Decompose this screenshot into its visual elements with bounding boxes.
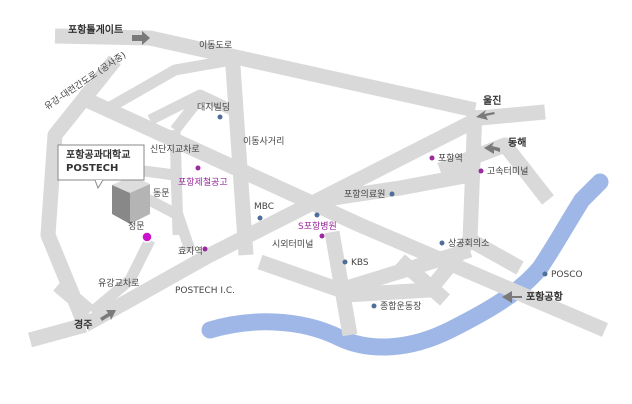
label-gyeongju: 경주 [74,318,92,331]
callout-name-ko: 포항공과대학교 [66,148,130,161]
arrow-donghae-icon [484,142,500,154]
s-hospital-dot [314,212,320,218]
building-right [130,184,150,224]
road-yugang-west [53,279,95,318]
label-hyoja-station: 효자역 [178,246,203,257]
sports-complex-dot [371,303,377,309]
pohang-medical-dot [389,191,395,197]
road-gyeongju-south [28,317,87,348]
daeji-building-dot [217,114,223,120]
postech-callout: 포항공과대학교 POSTECH [57,144,145,190]
label-east-gate: 동문 [153,188,170,199]
callout-pointer [94,179,104,190]
label-postech-ic: POSTECH I.C. [175,286,235,296]
building-left [112,185,130,224]
label-city-terminal: 시외터미널 [272,238,313,250]
callout-box [57,144,145,181]
road-sindanji [170,94,205,134]
label-idongdoro: 이동도로 [199,40,232,51]
arrow-gyeongju-icon [100,310,116,321]
label-s-hospital: S포항병원 [298,221,337,232]
label-pohang-station: 포항역 [438,153,463,164]
road-airport [466,233,524,275]
kbs-dot [342,259,348,265]
label-kbs: KBS [351,258,369,268]
arrow-pohang-toll-icon [132,31,150,45]
road-network [28,28,608,348]
road-donghae [437,137,554,205]
road-medical [318,167,472,208]
road-ulljin-south [462,109,483,241]
arrows [100,31,522,321]
road-main-diagonal [81,104,546,332]
hyoja-station-dot [202,246,208,252]
main-gate-marker-icon[interactable] [141,231,153,243]
pohang-steel-high-dot [195,165,201,171]
postech-building [112,176,150,224]
road-campus-a [169,129,184,236]
label-sports-complex: 종합운동장 [380,301,421,312]
arrow-airport-icon [502,291,522,303]
road-kbs-south [324,230,358,337]
label-posco: POSCO [551,270,583,280]
pohang-station-dot [429,155,435,161]
road-vertical-mid [224,51,254,256]
label-pohang-steel-high: 포항제철공고 [178,177,228,188]
mbc-dot [257,215,263,221]
label-pohang-medical: 포항의료원 [344,189,385,200]
label-yugang-ic: 유강교차로 [98,277,139,289]
label-donghae: 동해 [508,136,526,149]
label-daeji-building: 대지빌딩 [197,102,230,113]
label-express-terminal: 고속터미널 [487,166,528,177]
express-terminal-dot [478,168,484,174]
road-daeji [147,89,235,125]
label-main-gate: 정문 [128,221,145,232]
label-sindanji: 신단지교차로 [150,143,200,155]
label-mbc: MBC [254,202,274,212]
road-sports [395,254,450,306]
label-idong-sageori: 이동사거리 [243,136,284,147]
label-pohang-toll: 포항톨게이트 [68,23,123,36]
poi-markers [141,114,548,309]
river [201,173,609,356]
posco-dot [542,271,548,277]
road-inner-loop [102,54,233,115]
chamber-dot [439,240,445,246]
arrow-ulljin-icon [476,110,495,120]
label-airport: 포항공항 [526,290,564,303]
callout-name-en: POSTECH [66,163,118,174]
label-ulljin: 울진 [483,94,501,107]
city-terminal-dot [319,233,325,239]
label-chamber: 상공회의소 [448,238,489,249]
road-hyoja [88,237,155,317]
